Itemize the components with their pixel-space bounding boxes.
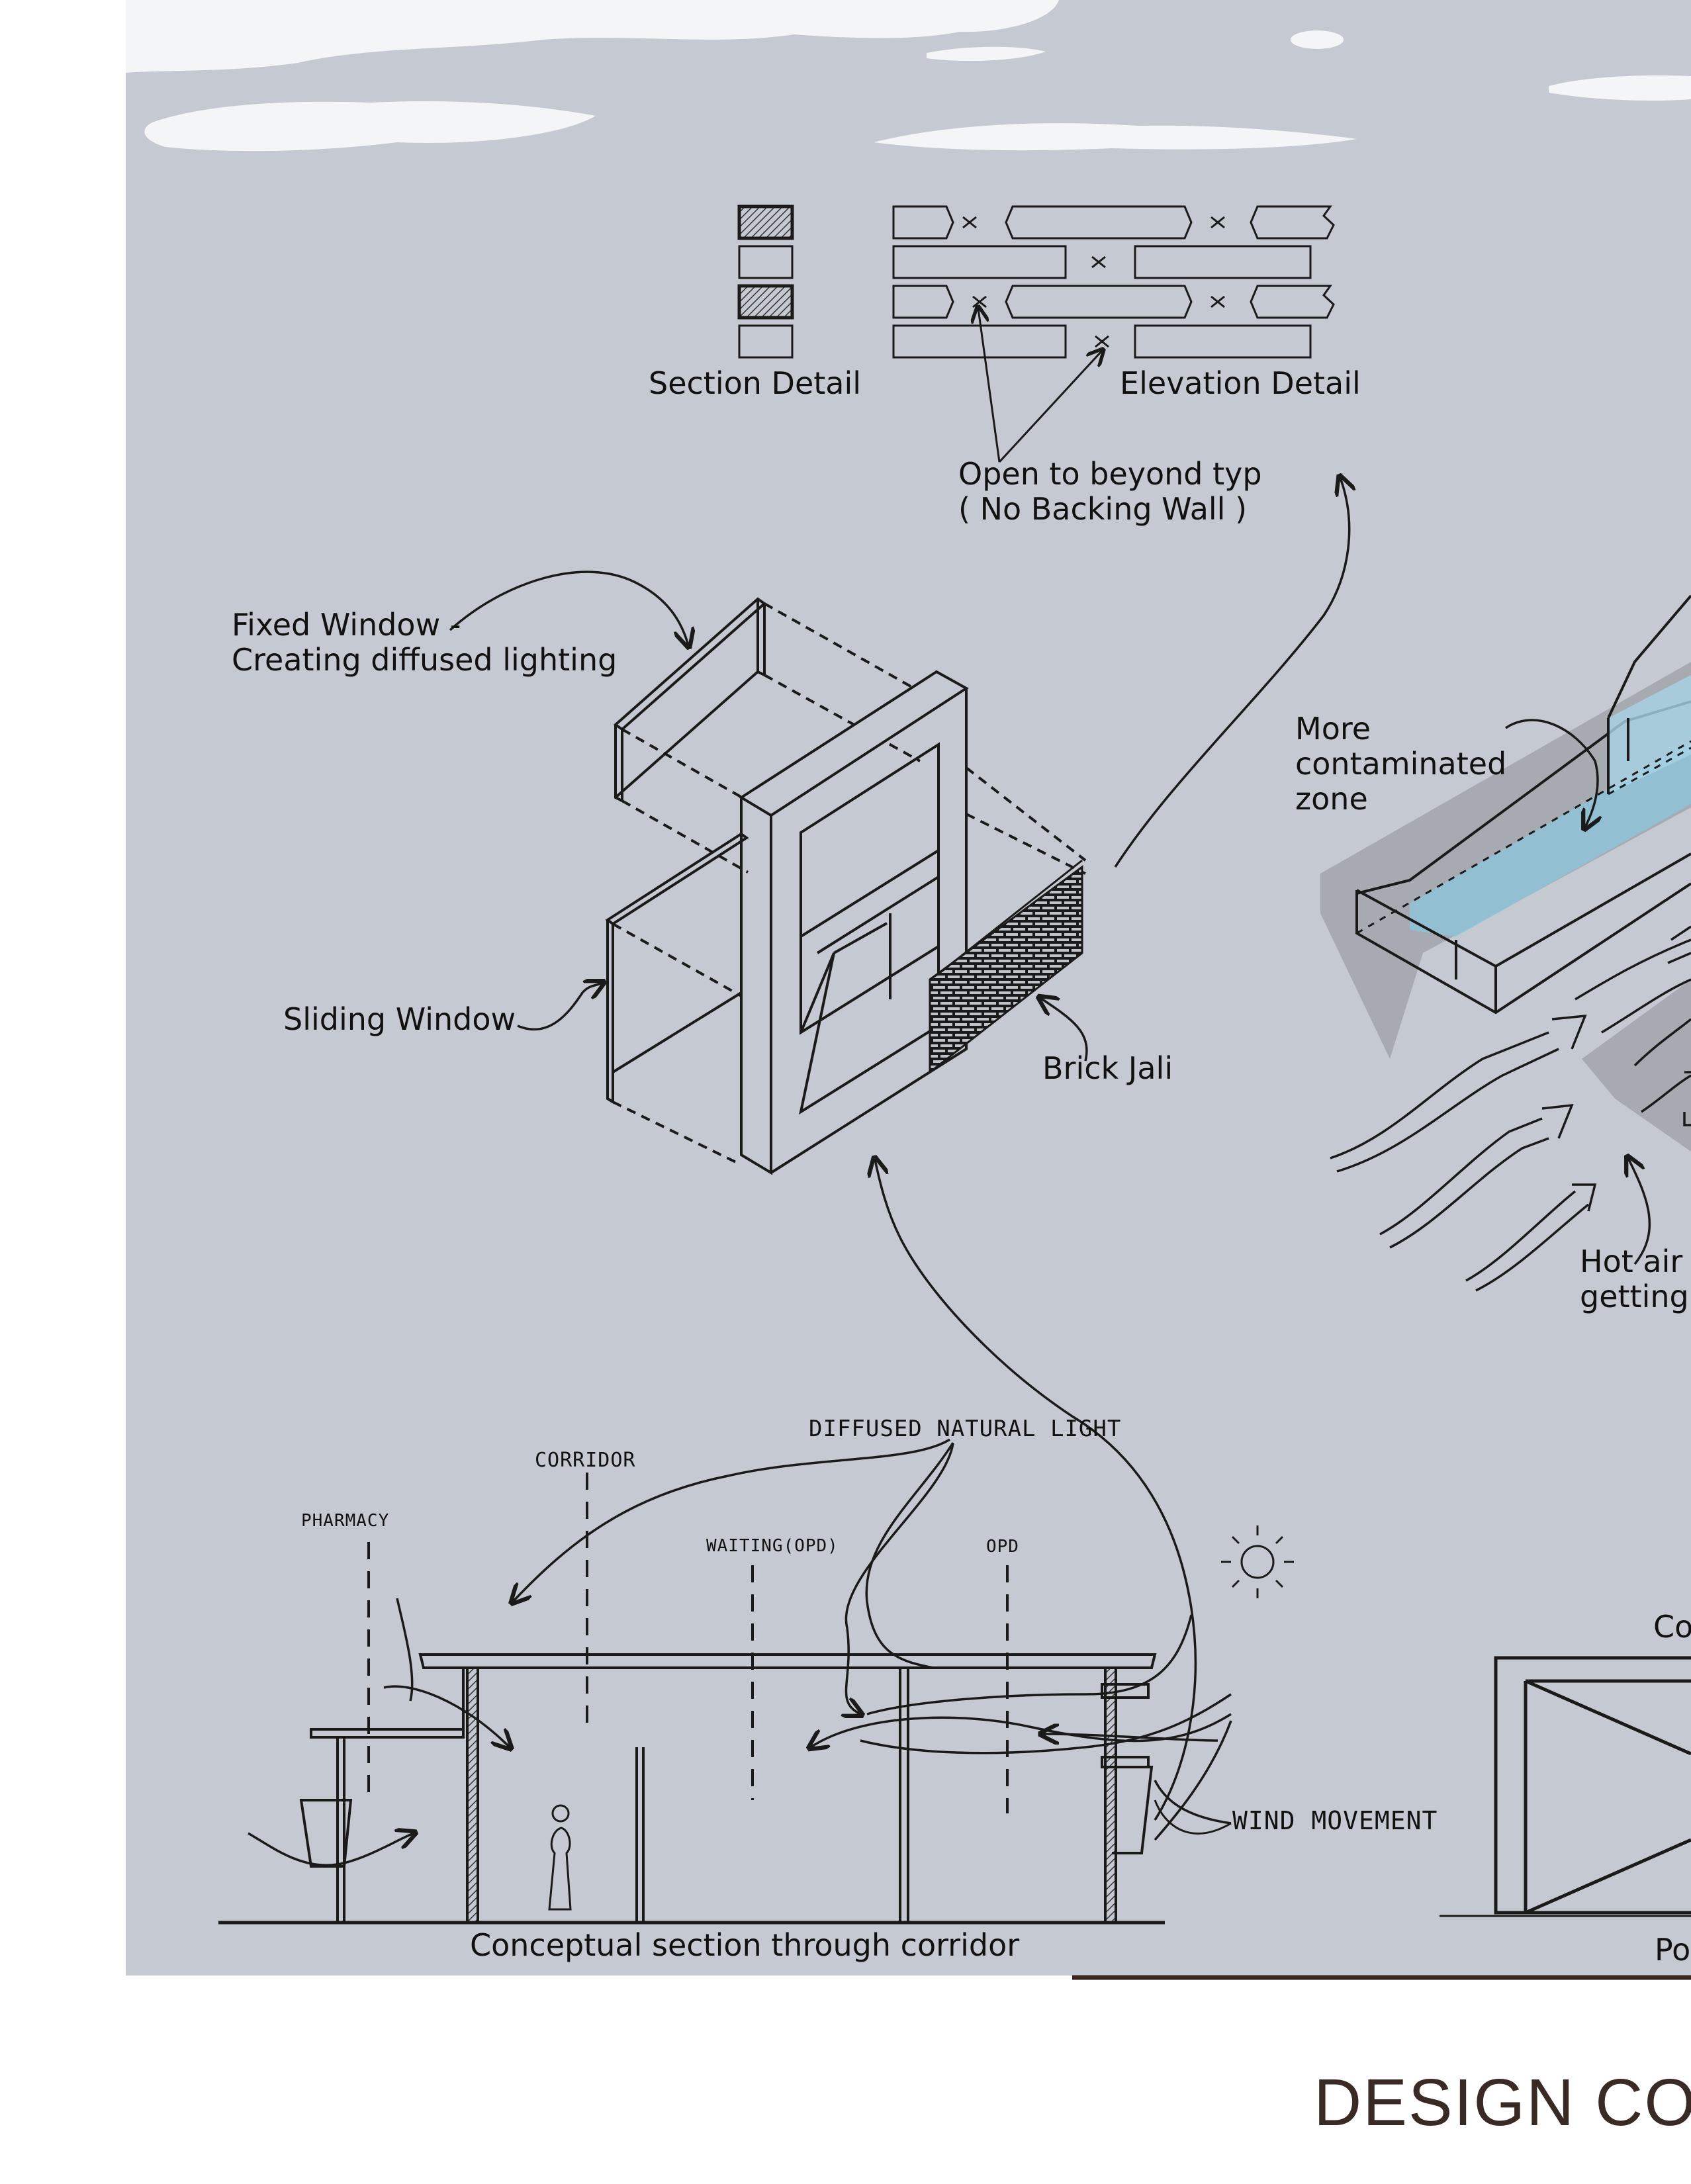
contaminated-zone-label: More contaminated zone (1295, 711, 1506, 817)
fixed-window-line1: Fixed Window - (232, 607, 461, 643)
isometric-window-assembly (605, 597, 1087, 1175)
section-annotation-arrows (248, 1160, 1232, 1867)
hot-air-line2: getting (1580, 1278, 1689, 1314)
corridor-label: CORRIDOR (535, 1449, 636, 1472)
open-beyond-line1: Open to beyond typ (958, 456, 1262, 492)
section-detail-label: Section Detail (649, 365, 862, 401)
hot-air-line1: Hot air (1580, 1244, 1683, 1279)
open-beyond-line2: ( No Backing Wall ) (958, 490, 1248, 527)
partial-label-bottom: Po (1655, 1932, 1691, 1968)
iso-annotation-arrows (449, 478, 1349, 1062)
hot-air-label: Hot air getting (1580, 1244, 1689, 1314)
elevation-detail-label: Elevation Detail (1120, 365, 1361, 401)
wind-leader (1154, 1799, 1232, 1835)
ventilation-diagram-partial (1320, 594, 1691, 1917)
wind-movement-label: WIND MOVEMENT (1232, 1806, 1438, 1835)
waiting-label: WAITING(OPD) (706, 1536, 839, 1556)
zone-line2: contaminated (1295, 745, 1507, 782)
partial-label-top: Co (1653, 1609, 1691, 1645)
conceptual-section-drawing (218, 1473, 1165, 1925)
zone-line3: zone (1295, 780, 1368, 817)
opd-label: OPD (986, 1537, 1019, 1557)
sliding-window-label: Sliding Window (283, 1001, 516, 1037)
brick-jali-label: Brick Jali (1042, 1050, 1173, 1086)
diffused-light-label: DIFFUSED NATURAL LIGHT (809, 1416, 1122, 1442)
clouds (126, 0, 1691, 152)
zone-line1: More (1295, 711, 1371, 747)
sun-icon (1221, 1525, 1294, 1598)
fixed-window-line2: Creating diffused lighting (232, 641, 617, 678)
elevation-detail-drawing (892, 205, 1335, 463)
paper-background (126, 0, 1691, 1976)
sheet-title: DESIGN CON (1314, 2066, 1691, 2140)
open-beyond-note: Open to beyond typ ( No Backing Wall ) (958, 457, 1262, 527)
section-detail-drawing (737, 205, 794, 359)
pharmacy-label: PHARMACY (301, 1511, 390, 1531)
fixed-window-label: Fixed Window - Creating diffused lightin… (232, 608, 617, 678)
section-caption: Conceptual section through corridor (470, 1927, 1020, 1963)
